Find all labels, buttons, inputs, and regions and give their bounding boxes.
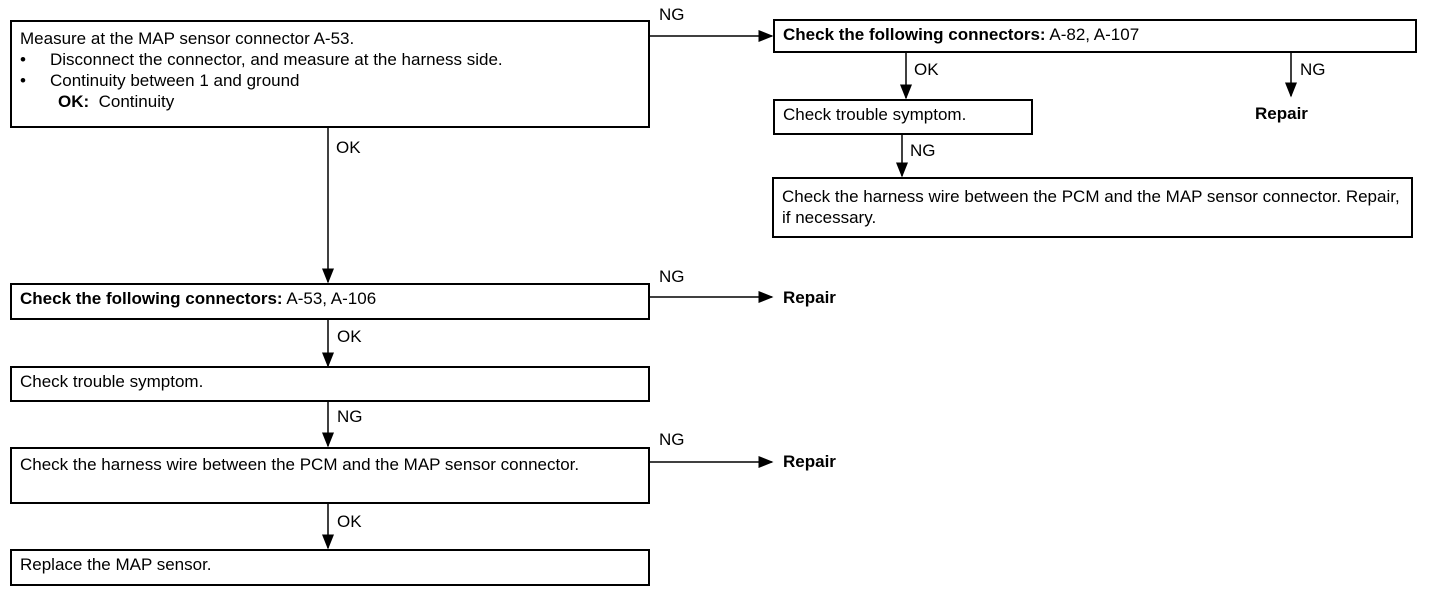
ok-criterion-label: OK:: [58, 92, 90, 111]
measure-step-box: Measure at the MAP sensor connector A-53…: [10, 20, 650, 128]
harness-check-mid-text: Check the harness wire between the PCM a…: [20, 455, 580, 474]
measure-step-continuity: Continuity between 1 and ground: [50, 71, 300, 90]
check-connectors-top-list: A-82, A-107: [1045, 25, 1140, 44]
trouble-symptom-top-text: Check trouble symptom.: [783, 105, 967, 124]
check-connectors-top-box: Check the following connectors: A-82, A-…: [773, 19, 1417, 53]
ok-label-harness-mid: OK: [337, 512, 362, 531]
ok-label-mid-connectors: OK: [337, 327, 362, 346]
ng-label-trouble-mid: NG: [337, 407, 363, 426]
replace-sensor-text: Replace the MAP sensor.: [20, 555, 212, 574]
check-connectors-mid-label: Check the following connectors:: [20, 289, 283, 308]
repair-label-top: Repair: [1255, 104, 1308, 123]
measure-step-ok-row: OK: Continuity: [20, 91, 640, 112]
ng-label-mid-connectors: NG: [659, 267, 685, 286]
measure-step-item: • Continuity between 1 and ground: [20, 70, 640, 91]
repair-label-harness: Repair: [783, 452, 836, 471]
check-connectors-top-label: Check the following connectors:: [783, 25, 1046, 44]
harness-check-mid-box: Check the harness wire between the PCM a…: [10, 447, 650, 504]
measure-step-item: • Disconnect the connector, and measure a…: [20, 49, 640, 70]
harness-check-top-box: Check the harness wire between the PCM a…: [772, 177, 1413, 238]
ok-label-measure: OK: [336, 138, 361, 157]
repair-label-mid: Repair: [783, 288, 836, 307]
harness-check-top-text: Check the harness wire between the PCM a…: [782, 187, 1400, 227]
ng-label-measure: NG: [659, 5, 685, 24]
check-connectors-mid-box: Check the following connectors: A-53, A-…: [10, 283, 650, 320]
bullet-icon: •: [20, 50, 26, 69]
trouble-symptom-mid-text: Check trouble symptom.: [20, 372, 204, 391]
ng-label-trouble-top: NG: [910, 141, 936, 160]
ng-label-harness-mid: NG: [659, 430, 685, 449]
ng-label-top-connectors: NG: [1300, 60, 1326, 79]
ok-criterion-value: Continuity: [98, 92, 175, 111]
check-connectors-mid-list: A-53, A-106: [282, 289, 377, 308]
trouble-symptom-top-box: Check trouble symptom.: [773, 99, 1033, 135]
measure-step-title: Measure at the MAP sensor connector A-53…: [20, 29, 355, 48]
bullet-icon: •: [20, 71, 26, 90]
measure-step-disconnect: Disconnect the connector, and measure at…: [50, 50, 503, 69]
ok-label-top-connectors: OK: [914, 60, 939, 79]
trouble-symptom-mid-box: Check trouble symptom.: [10, 366, 650, 402]
replace-sensor-box: Replace the MAP sensor.: [10, 549, 650, 586]
